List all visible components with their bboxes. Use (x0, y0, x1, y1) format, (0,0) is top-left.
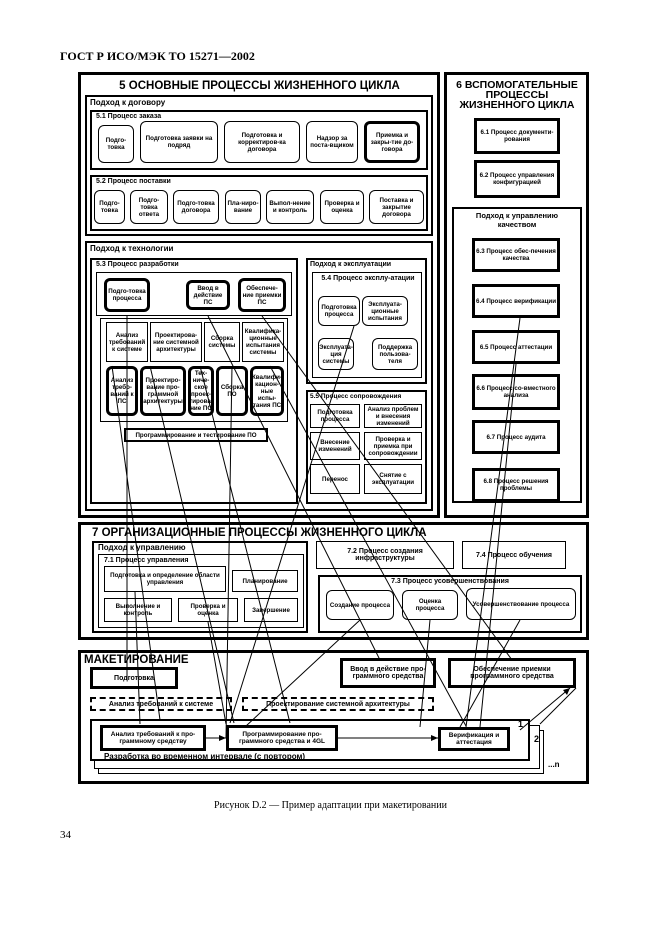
mgmt-item: Подготовка и определение области управле… (104, 566, 226, 592)
development-process-label: 5.3 Процесс разработки (96, 261, 179, 268)
proto-prep: Подготовка (90, 667, 178, 689)
sup-item: Проверка и оценка (320, 190, 364, 224)
dev-item: Анализ требо-ваний к ПС (106, 366, 138, 416)
process-6-8: 6.8 Процесс решения проблемы (472, 468, 560, 502)
page-number: 34 (60, 829, 71, 841)
acq-item: Подготовка и корректиров-ка договора (224, 121, 300, 163)
mgmt-item: Планирование (232, 570, 298, 592)
section-7-title: 7 ОРГАНИЗАЦИОННЫЕ ПРОЦЕССЫ ЖИЗНЕННОГО ЦИ… (92, 527, 427, 539)
acq-item: Подго-товка (98, 125, 134, 163)
dev-item: Проектиро-вание про-граммной архитектуры (140, 366, 186, 416)
process-7-1-label: 7.1 Процесс управления (104, 557, 189, 564)
maint-item: Внесение изменений (310, 432, 360, 460)
dev-item: Проектирова-ние системной архитектуры (150, 322, 202, 362)
layer-2-number: 2 (534, 734, 540, 744)
improve-item: Усовершенствование процесса (466, 588, 576, 620)
quality-approach-label: Подход к управлению качеством (475, 211, 559, 229)
figure-caption: Рисунок D.2 — Пример адаптации при макет… (214, 800, 447, 811)
proto-arch: Проектирование системной архитектуры (242, 697, 434, 711)
process-6-2: 6.2 Процесс управления конфигурацией (474, 160, 560, 198)
ops-item: Поддержка пользова-теля (372, 338, 418, 370)
section-6-title: 6 ВСПОМОГАТЕЛЬНЫЕ ПРОЦЕССЫ ЖИЗНЕННОГО ЦИ… (456, 79, 578, 111)
process-6-3: 6.3 Процесс обес-печения качества (472, 238, 560, 272)
contract-approach-label: Подход к договору (90, 98, 166, 107)
proto-swreq: Анализ требований к про-граммному средст… (100, 725, 206, 751)
dev-item: Сборка ПО (216, 366, 248, 416)
operations-approach-label: Подход к эксплуатации (310, 261, 392, 268)
prototyping-title: МАКЕТИРОВАНИЕ (84, 654, 189, 666)
dev-item: Сборка системы (204, 322, 240, 362)
sup-item: Подго-товка ответа (130, 190, 168, 224)
acq-item: Приемка и закры-тие до-говора (364, 121, 420, 163)
dev-coding-testing: Программирование и тестирование ПО (124, 428, 268, 442)
dev-item: Квалифи-кацион-ные испы-тания ПС (250, 366, 284, 416)
mgmt-item: Выполнение и контроль (104, 598, 172, 622)
ops-item: Эксплуата-ция системы (318, 338, 354, 370)
process-7-3-label: 7.3 Процесс усовершенствования (391, 578, 509, 585)
acq-item: Подготовка заявки на подряд (140, 121, 218, 163)
process-7-4: 7.4 Процесс обучения (462, 541, 566, 569)
layer-n-number: ...n (548, 760, 560, 769)
dev-item: Ввод в действие ПС (186, 280, 230, 310)
dev-item: Подго-товка процесса (104, 278, 150, 312)
layer-1-number: 1 (518, 719, 524, 729)
maint-item: Перенос (310, 464, 360, 494)
process-6-4: 6.4 Процесс верификации (472, 284, 560, 318)
improve-item: Создание процесса (326, 590, 394, 620)
dev-top-group (96, 272, 292, 316)
sup-item: Подго-товка (94, 190, 125, 224)
dev-item: Обеспече-ние приемки ПС (238, 278, 286, 312)
ops-item: Эксплуата-ционные испытания (362, 296, 408, 326)
supply-process (90, 175, 428, 231)
dev-item: Анализ требований к системе (106, 322, 148, 362)
operation-process-label: 5.4 Процесс эксплу-атации (321, 275, 415, 282)
management-approach-label: Подход к управлению (98, 543, 186, 552)
document-header: ГОСТ Р ИСО/МЭК ТО 15271—2002 (60, 49, 255, 63)
technology-approach-label: Подход к технологии (90, 244, 174, 253)
improve-item: Оценка процесса (402, 590, 458, 620)
process-7-2: 7.2 Процесс создания инфраструктуры (316, 541, 454, 569)
process-6-5: 6.5 Процесс аттестации (472, 330, 560, 364)
supply-process-label: 5.2 Процесс поставки (96, 178, 171, 185)
maint-item: Анализ проблем и внесения изменений (364, 404, 422, 428)
sup-item: Поставка и закрытие договора (369, 190, 424, 224)
sup-item: Подго-товка договора (173, 190, 219, 224)
proto-prog: Программирование про-граммного средства … (226, 725, 338, 751)
process-6-1: 6.1 Процесс документи-рования (474, 118, 560, 154)
proto-req: Анализ требований к системе (90, 697, 232, 711)
acquisition-process (90, 110, 428, 170)
dev-item: Тех-ниче-ское проек-тирова-ние ПС (188, 366, 214, 416)
acquisition-process-label: 5.1 Процесс заказа (96, 113, 162, 120)
proto-verif: Верификация и аттестация (438, 727, 510, 751)
contract-approach (85, 95, 433, 236)
proto-accept: Обеспечение приемки программного средств… (448, 658, 576, 688)
acq-item: Надзор за поста-вщиком (306, 121, 358, 163)
maint-item: Проверка и приемка при сопровождении (364, 432, 422, 460)
dev-item: Квалифика-ционные испытания системы (242, 322, 284, 362)
maintenance-process-label: 5.5 Процесс сопровождения (310, 393, 402, 400)
process-6-6: 6.6 Процесс со-вместного анализа (472, 374, 560, 410)
proto-deploy: Ввод в действие про-граммного средства (340, 658, 436, 688)
section-5-title: 5 ОСНОВНЫЕ ПРОЦЕССЫ ЖИЗНЕННОГО ЦИКЛА (119, 80, 400, 92)
mgmt-item: Завершение (244, 598, 298, 622)
proto-iteration-label: Разработка во временном интервале (с пов… (104, 752, 306, 761)
process-6-7: 6.7 Процесс аудита (472, 420, 560, 454)
sup-item: Пла-ниро-вание (225, 190, 261, 224)
maint-item: Снятие с эксплуатации (364, 464, 422, 494)
ops-item: Подготовка процесса (318, 296, 360, 326)
maint-item: Подготовка процесса (310, 404, 360, 428)
mgmt-item: Проверка и оценка (178, 598, 238, 622)
sup-item: Выпол-нение и контроль (266, 190, 314, 224)
